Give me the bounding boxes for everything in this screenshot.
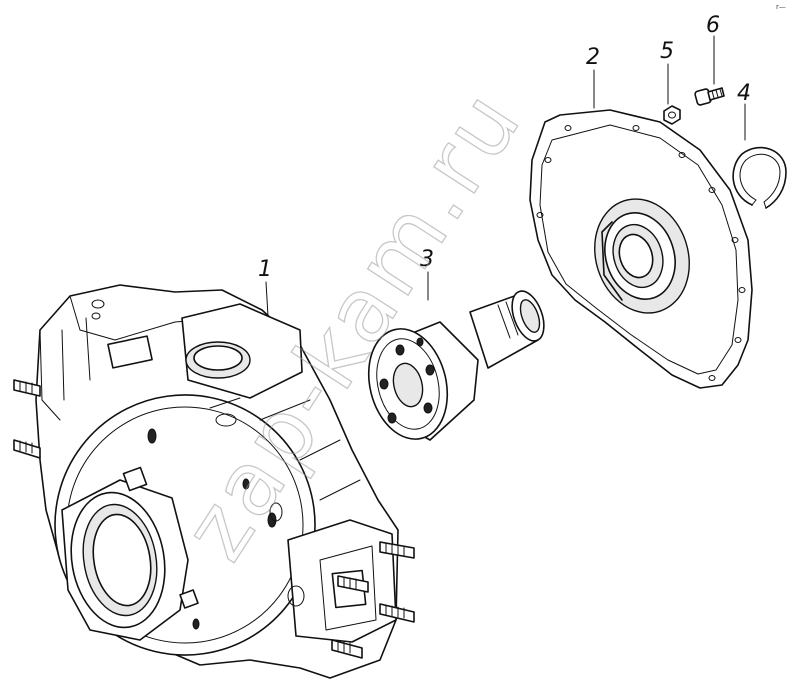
part-3-flange-shaft: [367, 290, 545, 441]
callout-4: 4: [737, 81, 751, 106]
callout-6: 6: [706, 13, 720, 38]
callout-2: 2: [586, 45, 600, 70]
cover-bolt-holes: [536, 125, 746, 381]
part-4-snap-ring: [732, 146, 787, 209]
callout-1: 1: [258, 257, 272, 282]
leader-1: [265, 281, 269, 317]
part-5-nut: [663, 105, 681, 125]
part-2-cover-plate: [529, 109, 753, 389]
callout-3: 3: [420, 247, 434, 272]
callout-5: 5: [660, 39, 674, 64]
part-6-bolt: [694, 87, 725, 106]
leader-lines: [265, 35, 746, 317]
callout-labels: 1 2 3 4 5 6: [258, 13, 751, 282]
part-1-housing: [13, 284, 415, 679]
housing-studs: [13, 379, 415, 659]
corner-mark: r—: [776, 3, 786, 11]
flange-bolt-holes: [379, 337, 435, 424]
